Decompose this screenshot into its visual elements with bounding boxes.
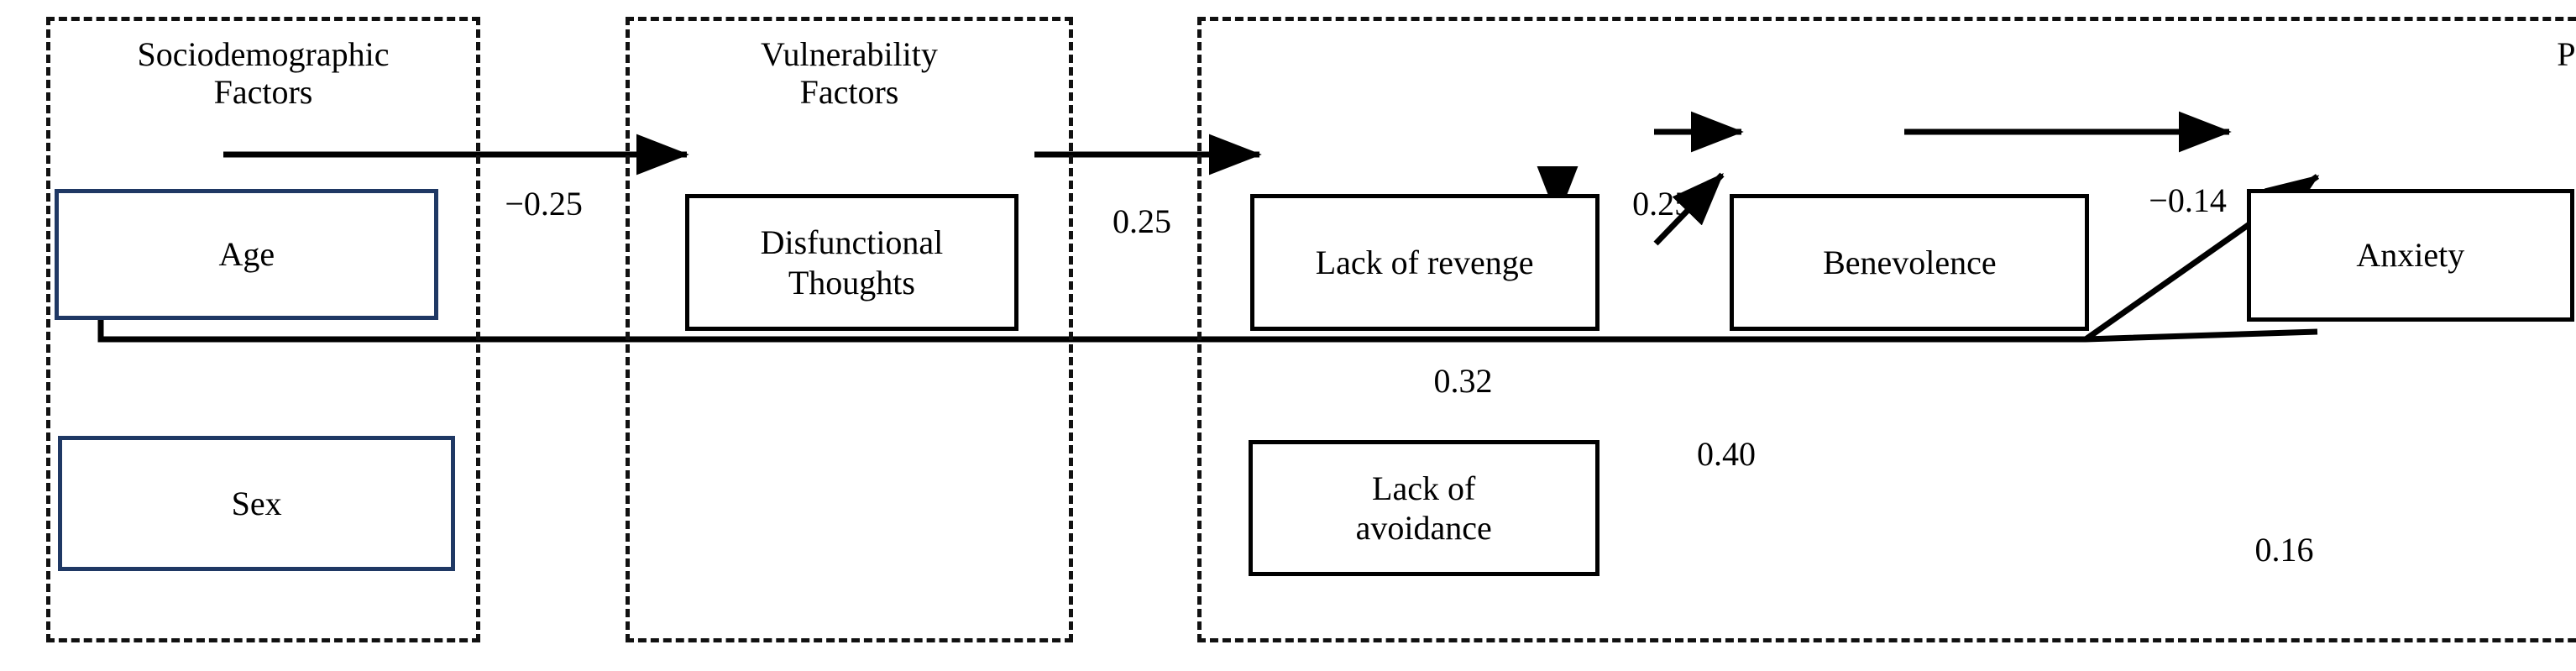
node-lack-of-revenge[interactable]: Lack of revenge <box>1249 193 1600 332</box>
node-benevolence[interactable]: Benevolence <box>1730 193 2090 332</box>
edge-avoidance-to-benevolence <box>1653 172 1725 246</box>
node-anxiety[interactable]: Anxiety <box>2246 188 2574 322</box>
panel-sociodemographic <box>46 16 480 642</box>
node-lack-of-avoidance[interactable]: Lack of avoidance <box>1248 440 1600 577</box>
panel-vulnerability <box>626 16 1073 642</box>
edge-label-age-to-dysfunctional: −0.25 <box>505 184 583 223</box>
panel-title-protective: Protective Factors (Forgiveness) <box>2557 35 2576 74</box>
edge-label-benevolence-to-anxiety: −0.14 <box>2149 181 2227 219</box>
panel-title-sociodemographic: Sociodemographic Factors <box>137 35 390 112</box>
edge-label-sex-to-anxiety: 0.16 <box>2254 530 2314 569</box>
node-age[interactable]: Age <box>55 188 439 320</box>
panel-protective <box>1196 16 2576 642</box>
edge-label-dysfunctional-to-revenge: 0.25 <box>1112 202 1171 241</box>
node-sex[interactable]: Sex <box>58 435 456 572</box>
edge-label-revenge-to-benevolence: 0.25 <box>1632 184 1692 223</box>
edge-label-revenge-to-avoidance: 0.32 <box>1433 361 1493 400</box>
node-disfunctional-thoughts[interactable]: Disfunctional Thoughts <box>685 193 1018 332</box>
edge-label-avoidance-to-benevolence: 0.40 <box>1696 434 1756 473</box>
panel-title-vulnerability: Vulnerability Factors <box>761 35 938 112</box>
